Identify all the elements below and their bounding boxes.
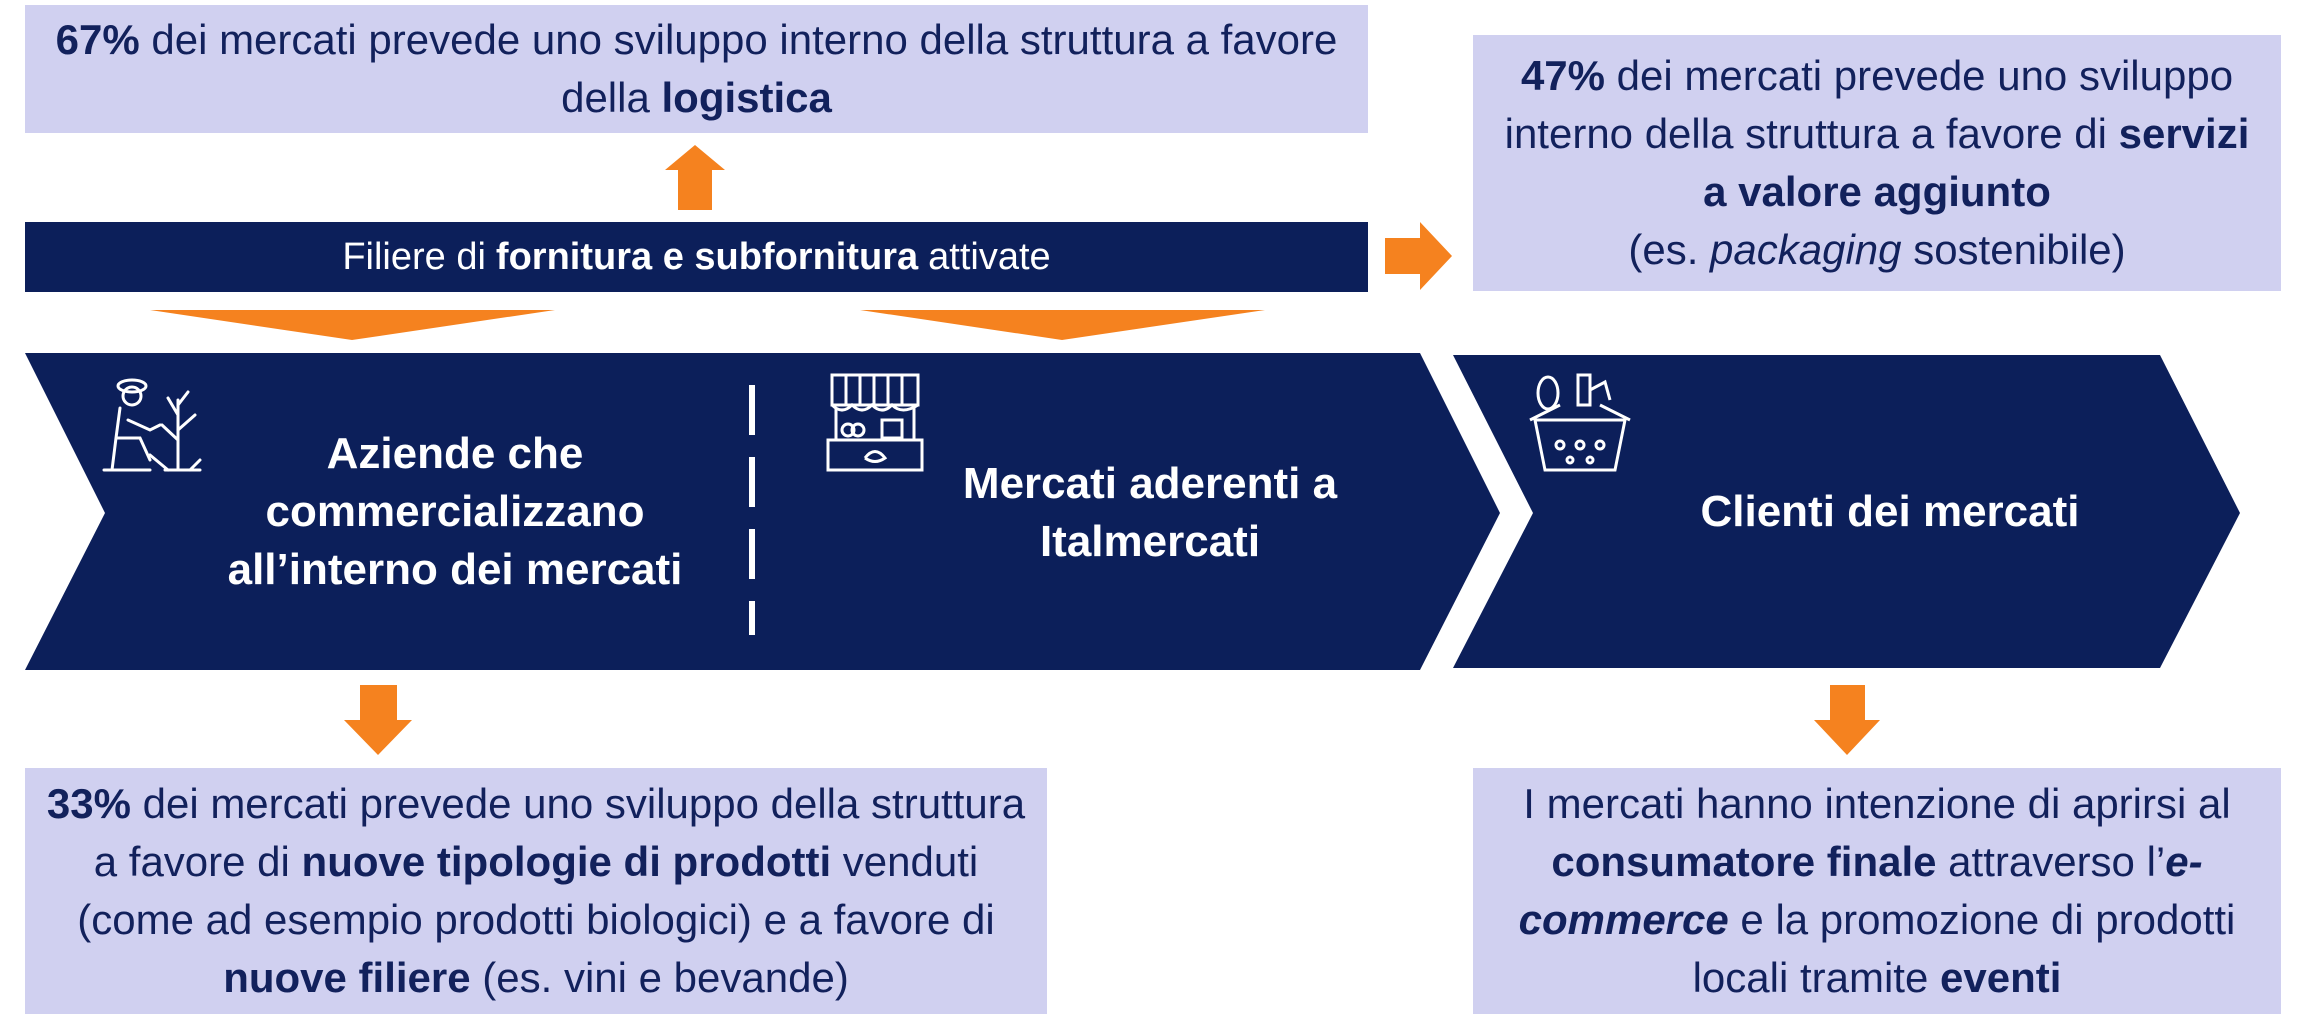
bottom-right-bold-1: consumatore finale: [1551, 838, 1937, 885]
bottom-left-bold-1: nuove tipologie di prodotti: [301, 838, 832, 885]
basket-icon: [1529, 373, 1631, 472]
right-italic-text: packaging: [1710, 226, 1902, 273]
bottom-left-text-1: dei mercati prevede uno sviluppo della s…: [93, 780, 1026, 885]
farmer-icon: [102, 378, 202, 472]
label-aziende: Aziende che commercializzano all’interno…: [227, 429, 683, 594]
bottom-left-text-2: venduti (come ad esempio prodotti biolog…: [77, 838, 995, 943]
filiere-bar: Filiere di fornitura e subfornitura atti…: [25, 222, 1368, 292]
right-info-text: 47% dei mercati prevede uno sviluppo int…: [1493, 47, 2261, 279]
bottom-right-text-2: attraverso l’: [1936, 838, 2166, 885]
down-arrow-right: [1814, 685, 1880, 755]
filiere-post: attivate: [928, 235, 1051, 278]
label-clienti: Clienti dei mercati: [1700, 487, 2080, 536]
chevron-aziende-mercati: [25, 353, 1500, 670]
top-info-text: 67% dei mercati prevede uno sviluppo int…: [45, 11, 1348, 127]
right-arrow: [1385, 222, 1452, 290]
right-info-box: 47% dei mercati prevede uno sviluppo int…: [1473, 35, 2281, 291]
filiere-pre: Filiere di: [342, 235, 486, 278]
down-arrow-left: [344, 685, 412, 755]
right-bold-text: servizi a valore aggiunto: [1703, 110, 2250, 215]
right-percent: 47%: [1520, 52, 1606, 99]
bottom-left-bold-2: nuove filiere: [223, 954, 471, 1001]
filiere-bold: fornitura e subfornitura: [495, 235, 919, 278]
bottom-right-bold-italic: e-commerce: [1518, 838, 2203, 943]
bottom-right-info-box: I mercati hanno intenzione di aprirsi al…: [1473, 768, 2281, 1014]
up-arrow: [665, 145, 725, 210]
bottom-left-percent: 33%: [46, 780, 131, 827]
top-percent: 67%: [55, 16, 140, 63]
bottom-right-text-3: e la promozione di prodotti locali trami…: [1692, 896, 2236, 1001]
bottom-left-text-3: (es. vini e bevande): [470, 954, 849, 1001]
right-text-2: (es.: [1628, 226, 1711, 273]
chevron-clienti: [1453, 355, 2240, 668]
bottom-left-info-box: 33% dei mercati prevede uno sviluppo del…: [25, 768, 1047, 1014]
down-triangle-left: [150, 310, 555, 340]
bottom-right-text-1: I mercati hanno intenzione di aprirsi al: [1523, 780, 2231, 827]
down-triangle-right: [860, 310, 1265, 340]
top-text: dei mercati prevede uno sviluppo interno…: [139, 16, 1338, 121]
top-bold-text: logistica: [661, 74, 832, 121]
bottom-right-bold-2: eventi: [1940, 954, 2062, 1001]
market-stall-icon: [826, 373, 924, 472]
right-text-3: sostenibile): [1901, 226, 2126, 273]
bottom-right-info-text: I mercati hanno intenzione di aprirsi al…: [1493, 775, 2261, 1007]
bottom-left-info-text: 33% dei mercati prevede uno sviluppo del…: [45, 775, 1027, 1007]
label-mercati: Mercati aderenti a Italmercati: [962, 459, 1338, 566]
right-text: dei mercati prevede uno sviluppo interno…: [1504, 52, 2234, 157]
top-info-box: 67% dei mercati prevede uno sviluppo int…: [25, 5, 1368, 133]
